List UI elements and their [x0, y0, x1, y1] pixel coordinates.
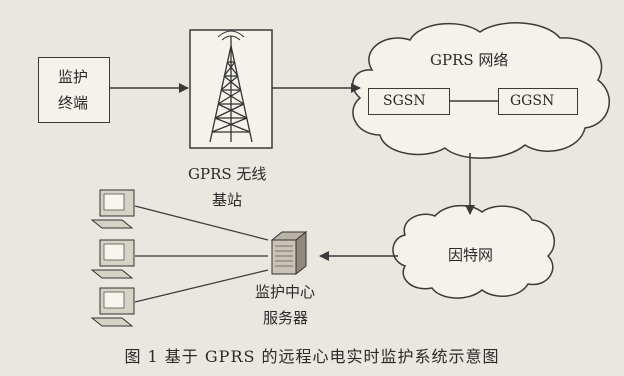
- internet-label: 因特网: [448, 246, 494, 264]
- computer-icon: [90, 189, 135, 229]
- monitor-terminal-label-line2: 终端: [58, 94, 89, 112]
- computer-icon: [90, 239, 135, 279]
- base-station-label-line2: 基站: [212, 191, 243, 209]
- sgsn-box: [368, 88, 450, 115]
- monitor-terminal-label-line1: 监护: [58, 68, 89, 86]
- server-label-line1: 监护中心: [255, 283, 316, 301]
- ggsn-box: [498, 88, 578, 115]
- gprs-network-cloud: [351, 22, 611, 159]
- server-label-line2: 服务器: [263, 309, 309, 327]
- gprs-network-title: GPRS 网络: [430, 51, 509, 69]
- radio-tower-icon: [209, 30, 253, 143]
- base-station-label-line1: GPRS 无线: [188, 165, 267, 183]
- sgsn-label: SGSN: [383, 93, 426, 109]
- computer-icon: [90, 287, 135, 327]
- server-icon: [270, 230, 308, 276]
- link-computer-1: [134, 205, 269, 241]
- internet-cloud: [392, 204, 556, 299]
- link-computer-3: [134, 269, 269, 303]
- ggsn-label: GGSN: [510, 93, 555, 109]
- figure-caption: 图 1 基于 GPRS 的远程心电实时监护系统示意图: [124, 347, 500, 366]
- monitor-terminal-box: [38, 57, 110, 123]
